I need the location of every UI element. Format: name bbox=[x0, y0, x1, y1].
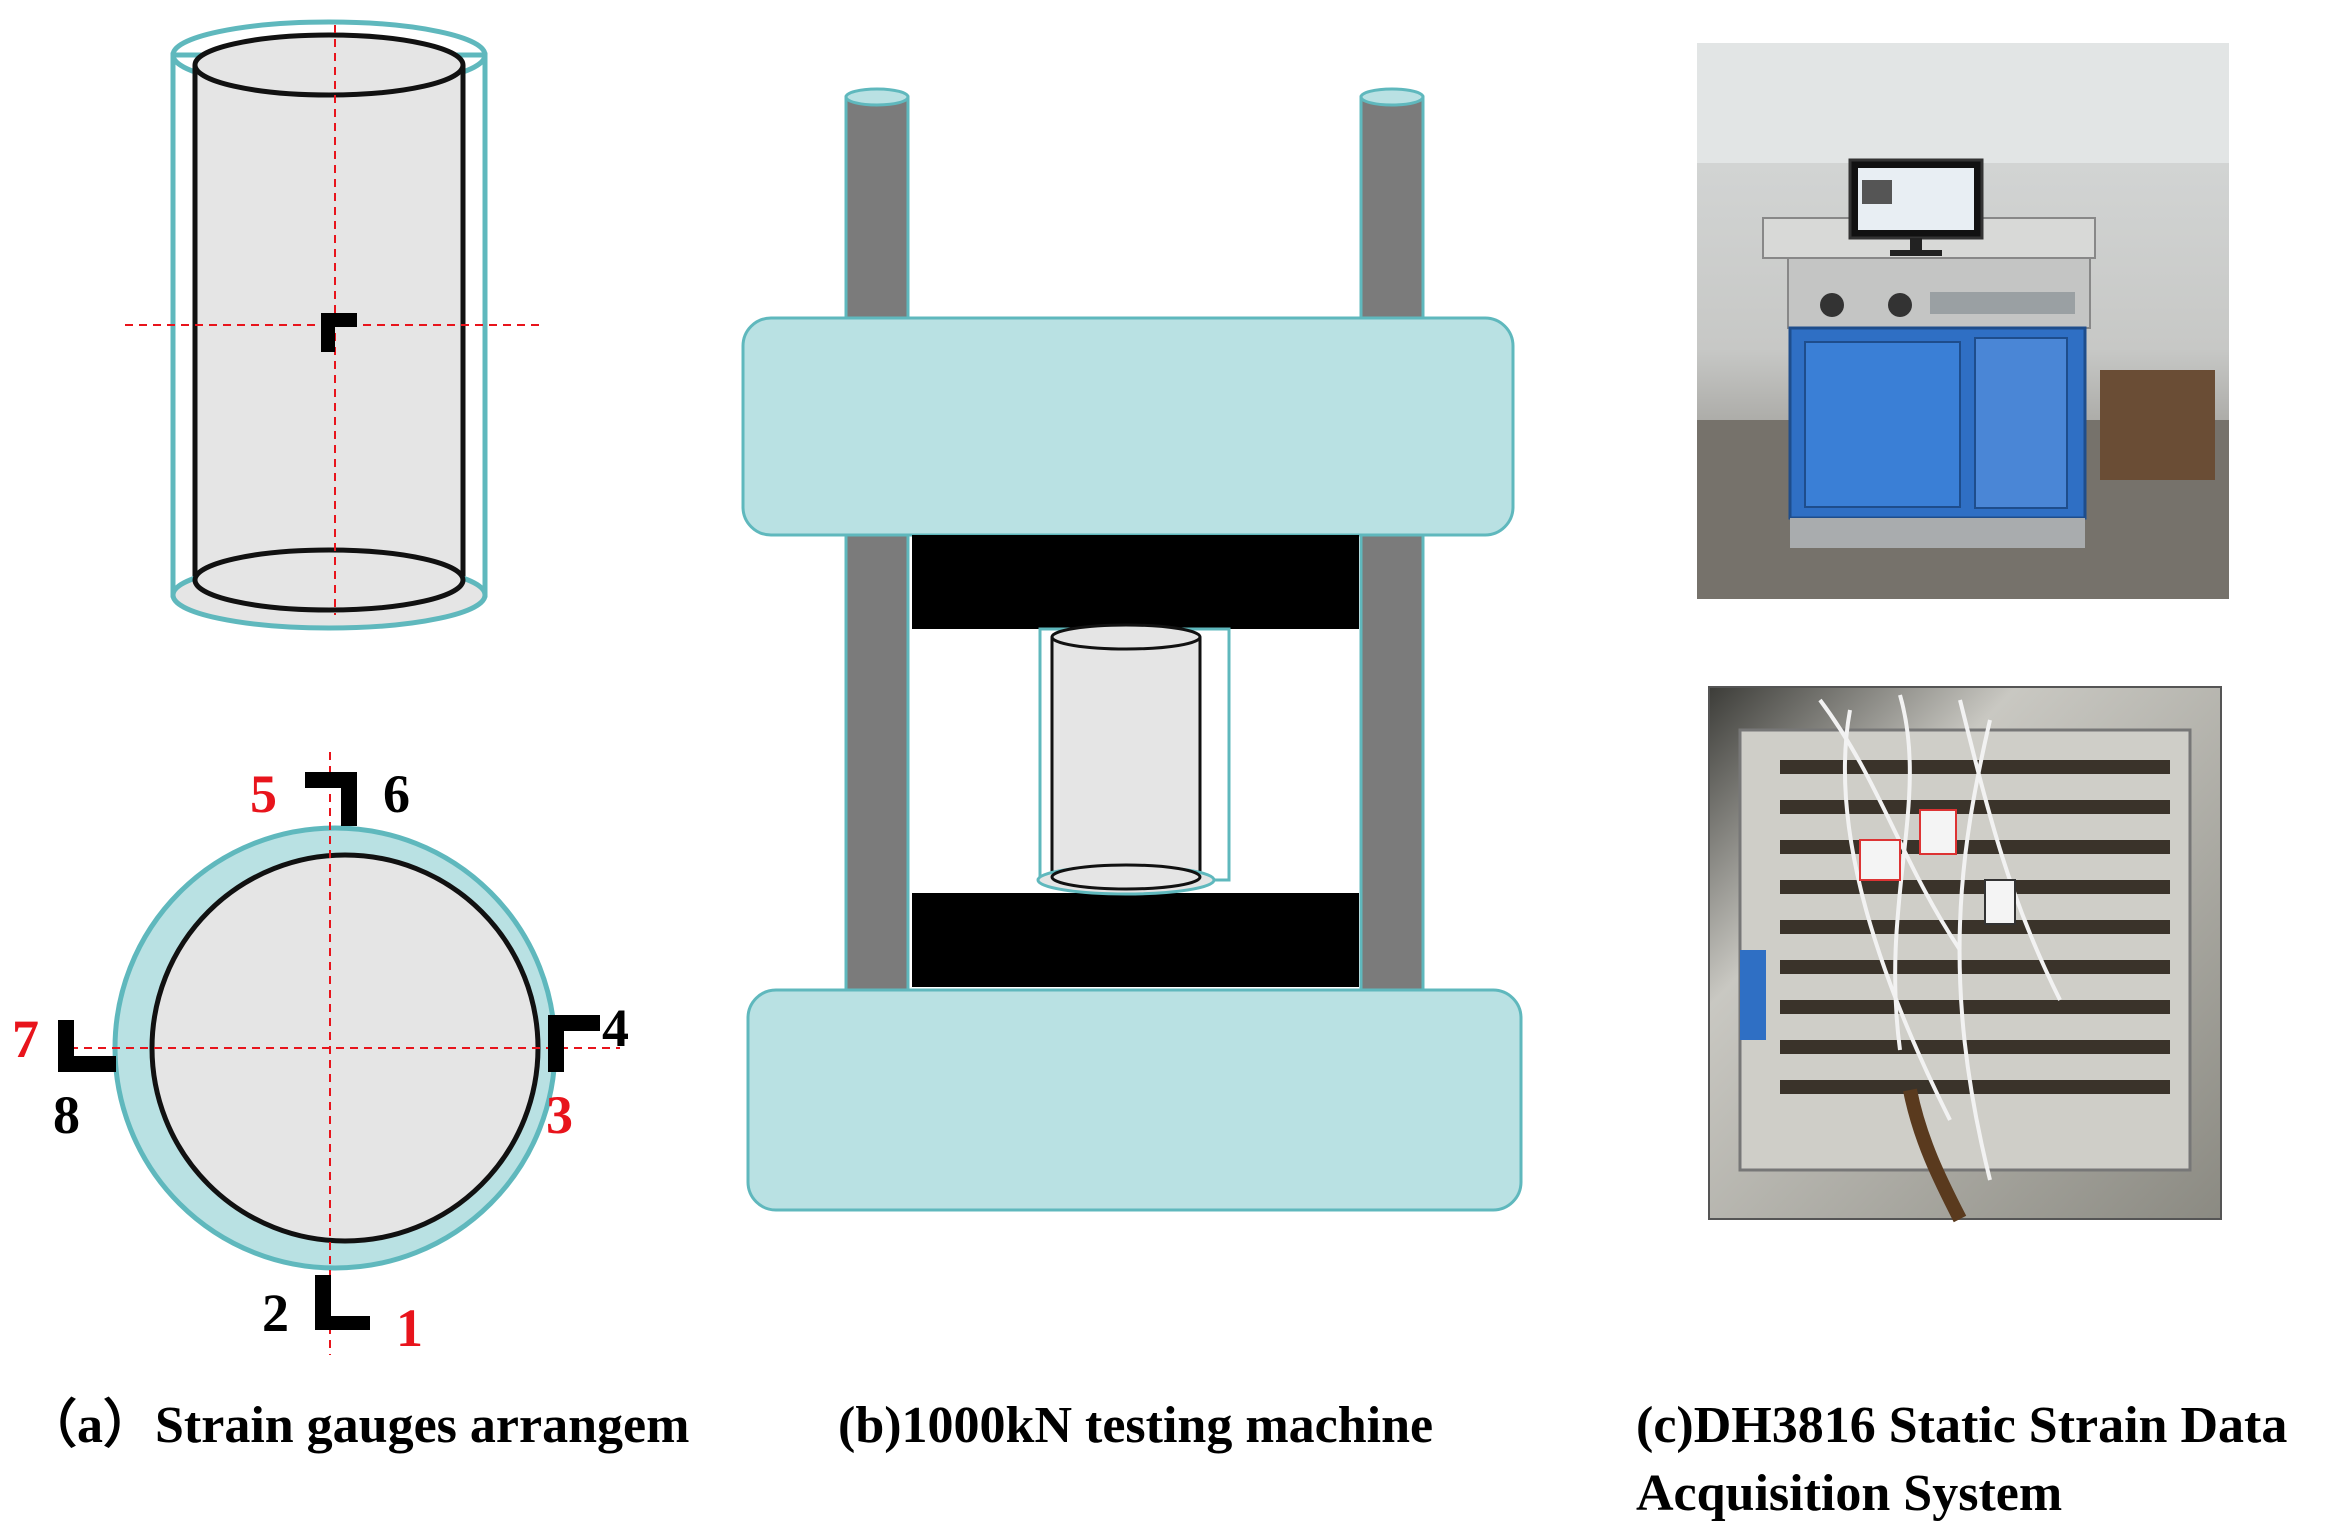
specimen-in-machine bbox=[1038, 625, 1229, 894]
right-column bbox=[1361, 97, 1423, 990]
upper-crosshead bbox=[743, 318, 1513, 535]
photo-control-station bbox=[1697, 43, 2229, 599]
lower-platen bbox=[912, 893, 1359, 987]
strain-gauge-bottom bbox=[315, 1275, 370, 1330]
photo-strain-acquisition-box bbox=[1709, 687, 2221, 1219]
gauge-label-7: 7 bbox=[12, 1009, 39, 1069]
gauge-label-2: 2 bbox=[262, 1283, 289, 1343]
gauge-label-1: 1 bbox=[396, 1298, 423, 1358]
upper-platen bbox=[912, 535, 1359, 629]
left-column bbox=[846, 97, 908, 990]
gauge-label-8: 8 bbox=[53, 1085, 80, 1145]
concrete-core-top bbox=[195, 35, 463, 95]
gauge-label-4: 4 bbox=[602, 998, 629, 1058]
gauge-label-6: 6 bbox=[383, 764, 410, 824]
panel-b: (b)1000kN testing machine bbox=[743, 89, 1521, 1454]
cylinder-specimen-side-view bbox=[125, 22, 545, 628]
specimen-core-top bbox=[1052, 625, 1200, 649]
strain-gauge-right bbox=[548, 1015, 600, 1072]
right-column-top bbox=[1361, 89, 1423, 105]
panel-a: 5 6 4 3 7 8 2 1 （a）Strain gauges arrange… bbox=[12, 22, 689, 1454]
caption-c-line1: (c)DH3816 Static Strain Data bbox=[1636, 1397, 2287, 1454]
testing-machine bbox=[743, 89, 1521, 1210]
caption-c-line2: Acquisition System bbox=[1636, 1465, 2062, 1522]
panel-c: (c)DH3816 Static Strain Data Acquisition… bbox=[1636, 43, 2287, 1522]
caption-a: （a）Strain gauges arrangem bbox=[25, 1396, 689, 1454]
left-column-top bbox=[846, 89, 908, 105]
specimen-core-bottom bbox=[1052, 865, 1200, 889]
strain-gauge-left bbox=[58, 1020, 116, 1072]
terminal-blocks bbox=[1780, 760, 2170, 1094]
specimen-core bbox=[1052, 637, 1200, 877]
concrete-core-bottom bbox=[195, 550, 463, 610]
caption-b: (b)1000kN testing machine bbox=[838, 1397, 1433, 1454]
cylinder-cross-section: 5 6 4 3 7 8 2 1 bbox=[12, 752, 629, 1358]
gauge-label-5: 5 bbox=[250, 764, 277, 824]
gauge-label-3: 3 bbox=[546, 1085, 573, 1145]
lower-crosshead bbox=[748, 990, 1521, 1210]
